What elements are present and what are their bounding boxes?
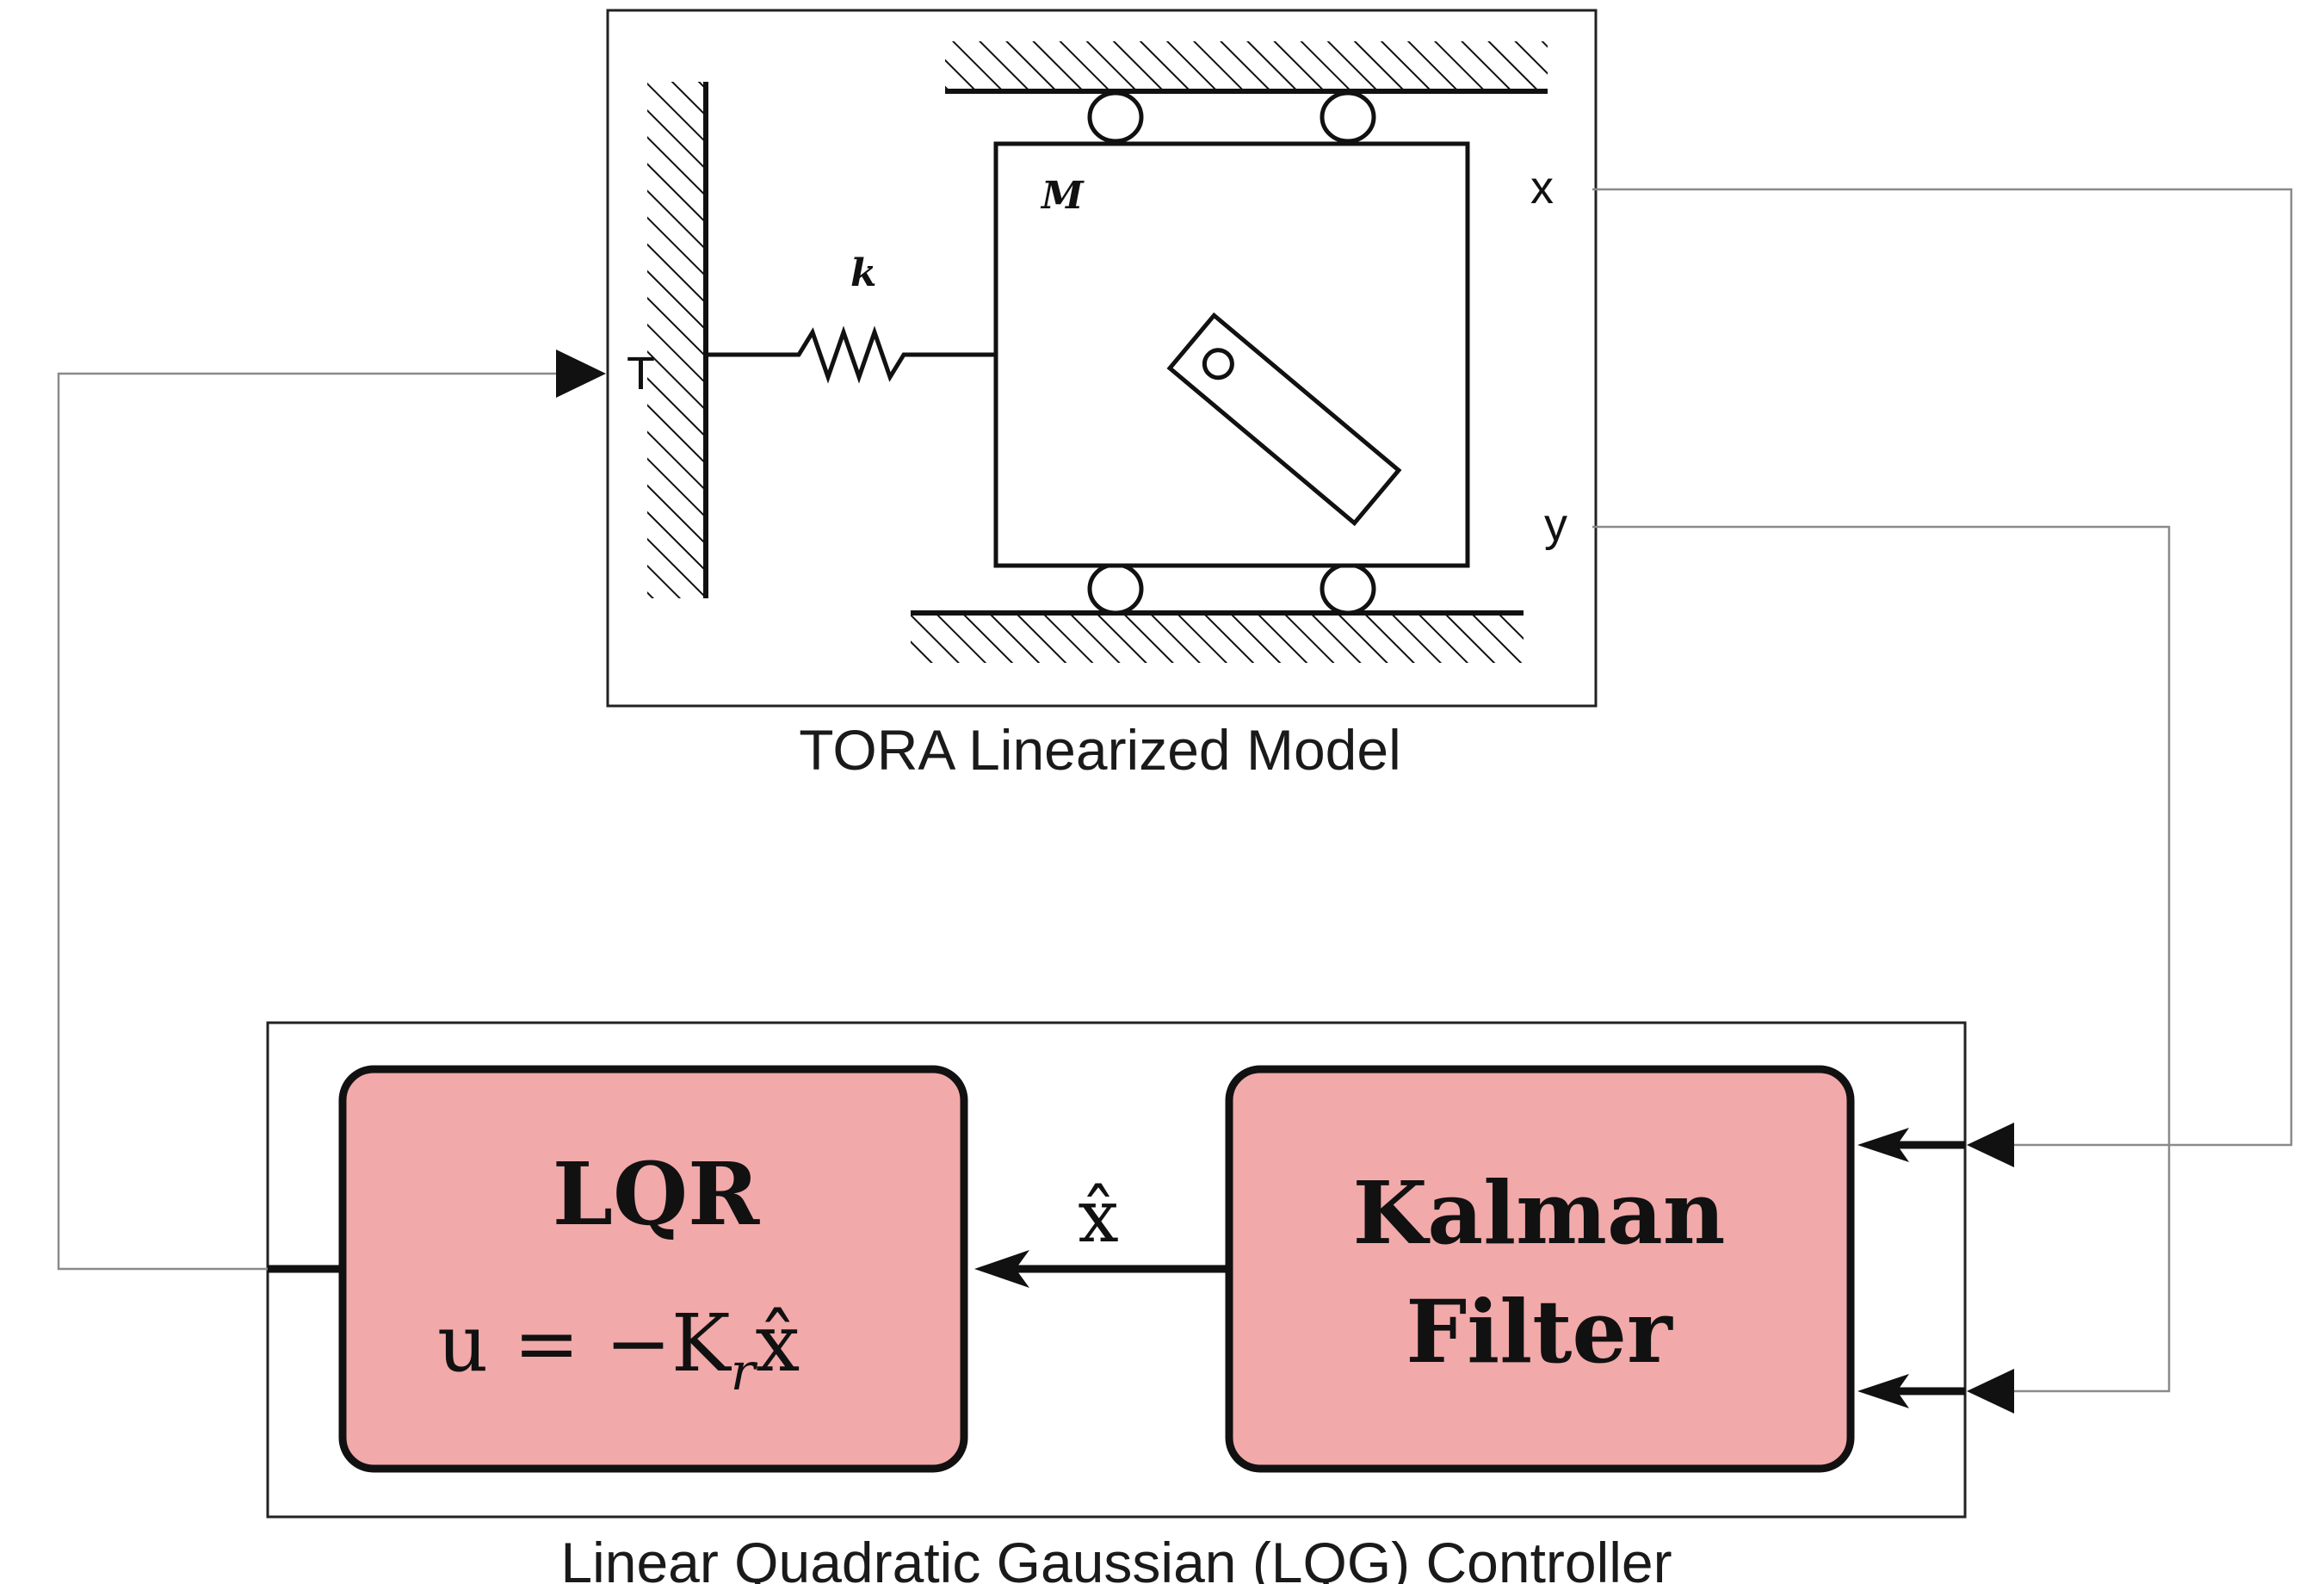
spring xyxy=(708,325,996,384)
wire-u-to-T[interactable] xyxy=(57,372,559,1271)
top-ground xyxy=(945,41,1548,94)
mass-label: M xyxy=(1040,174,1085,218)
lqr-law-lhs: u = −K xyxy=(437,1297,732,1389)
rotating-arm xyxy=(1166,312,1402,527)
kalman-input-x xyxy=(1857,1128,1965,1162)
lqr-title: LQR xyxy=(553,1143,760,1245)
signal-wires xyxy=(57,188,2293,1393)
arrow-into-T xyxy=(556,350,606,398)
arrow-into-controller-y xyxy=(1967,1369,2014,1414)
kalman-input-y xyxy=(1857,1374,1965,1408)
lqg-controller-block[interactable]: LQR u = −Krx̂ Kalman Filter x̂ xyxy=(266,1021,1967,1519)
lqr-block[interactable]: LQR u = −Krx̂ xyxy=(338,1065,968,1473)
spring-label: k xyxy=(850,251,877,295)
input-port-T: T xyxy=(627,348,655,399)
wheel-top-right xyxy=(1320,90,1376,144)
wheel-bottom-left xyxy=(1087,562,1144,616)
estimate-signal: x̂ xyxy=(974,1174,1229,1288)
kalman-line1: Kalman xyxy=(1352,1162,1725,1264)
wheel-top-left xyxy=(1087,90,1144,144)
tora-plant-block[interactable]: M k T x y xyxy=(606,9,1598,708)
wire-x[interactable] xyxy=(1592,188,2293,1147)
output-port-x: x xyxy=(1530,162,1554,213)
left-wall xyxy=(647,82,708,598)
kalman-filter-block[interactable]: Kalman Filter xyxy=(1225,1065,1855,1473)
estimate-label: x̂ xyxy=(1078,1174,1118,1259)
arrow-into-controller-x xyxy=(1967,1123,2014,1167)
output-port-y: y xyxy=(1544,499,1567,551)
lqr-control-law: u = −Krx̂ xyxy=(437,1297,800,1402)
kalman-line2: Filter xyxy=(1406,1281,1673,1383)
controller-caption: Linear Quadratic Gaussian (LQG) Controll… xyxy=(560,1531,1672,1584)
lqr-law-rhs: x̂ xyxy=(755,1297,800,1389)
wheel-bottom-right xyxy=(1320,562,1376,616)
lqr-law-sub: r xyxy=(731,1342,758,1402)
wheels xyxy=(1087,90,1376,616)
plant-caption: TORA Linearized Model xyxy=(799,718,1400,782)
bottom-ground xyxy=(911,610,1524,663)
wire-y[interactable] xyxy=(1592,525,2171,1393)
